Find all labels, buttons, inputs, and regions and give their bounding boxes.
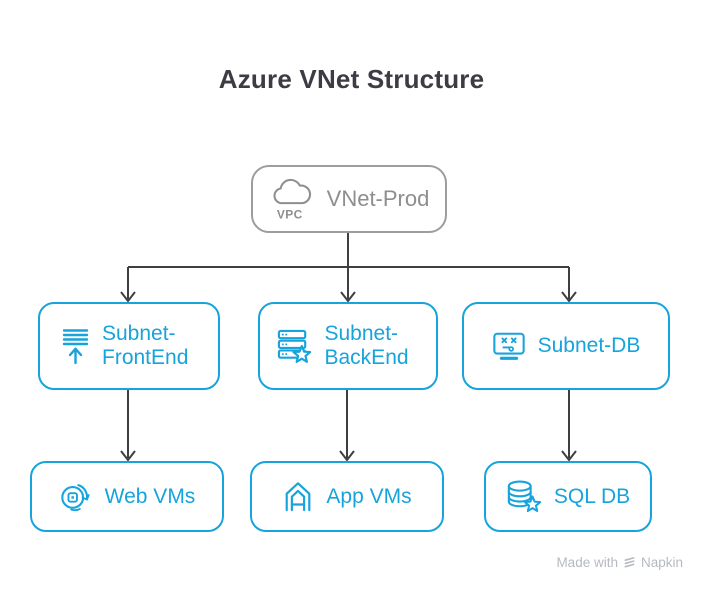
- database-star-icon: [506, 479, 542, 514]
- node-sql-db: SQL DB: [484, 461, 652, 532]
- node-app-vms: App VMs: [250, 461, 444, 532]
- watermark-prefix: Made with: [556, 555, 618, 570]
- napkin-logo-icon: [623, 556, 636, 569]
- node-subnet-backend: Subnet-BackEnd: [258, 302, 438, 390]
- house-icon: [282, 480, 314, 513]
- node-subnet-db: Subnet-DB: [462, 302, 670, 390]
- node-web-vms: Web VMs: [30, 461, 224, 532]
- node-label: Subnet-FrontEnd: [102, 322, 189, 369]
- node-label: VNet-Prod: [326, 186, 430, 212]
- node-label: App VMs: [326, 484, 412, 508]
- node-vnet-prod: VPC VNet-Prod: [251, 165, 447, 233]
- node-label: SQL DB: [553, 484, 631, 508]
- svg-text:VPC: VPC: [276, 207, 302, 221]
- node-label: Web VMs: [104, 484, 196, 508]
- arrowhead-icon: [561, 450, 577, 462]
- qr-sync-icon: [59, 480, 93, 513]
- list-up-arrow-icon: [60, 328, 90, 365]
- arrowhead-icon: [561, 291, 577, 303]
- arrowhead-icon: [340, 291, 356, 303]
- page-title: Azure VNet Structure: [218, 64, 485, 94]
- arrowhead-icon: [120, 291, 136, 303]
- watermark: Made with Napkin: [556, 555, 683, 570]
- watermark-brand: Napkin: [640, 555, 683, 570]
- vpc-cloud-icon: VPC: [269, 176, 315, 222]
- arrowhead-icon: [339, 450, 355, 462]
- node-subnet-frontend: Subnet-FrontEnd: [38, 302, 220, 390]
- server-stack-star-icon: [276, 328, 313, 365]
- monitor-dead-face-icon: [492, 331, 526, 362]
- node-label: Subnet-BackEnd: [324, 322, 409, 369]
- arrowhead-icon: [120, 450, 136, 462]
- node-label: Subnet-DB: [537, 334, 641, 358]
